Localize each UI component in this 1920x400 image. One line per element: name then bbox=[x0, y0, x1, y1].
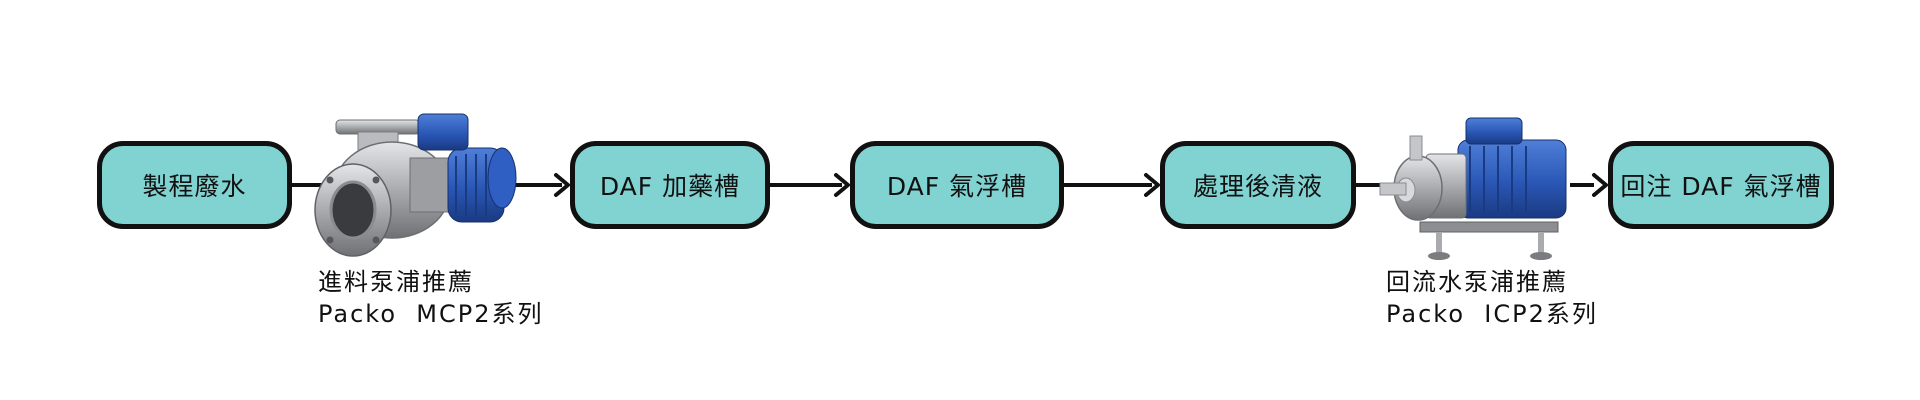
node-label: DAF 加藥槽 bbox=[599, 172, 741, 201]
node-label: 製程廢水 bbox=[142, 172, 247, 201]
arrowhead bbox=[1592, 173, 1608, 197]
arrowhead bbox=[1144, 173, 1160, 197]
pump-caption-title: 回流水泵浦推薦 bbox=[1386, 268, 1568, 296]
process-node-daf-dosing-tank: DAF 加藥槽 bbox=[570, 141, 770, 229]
arrowhead bbox=[834, 173, 850, 197]
node-label: 處理後清液 bbox=[1192, 172, 1323, 201]
node-label: 回注 DAF 氣浮槽 bbox=[1620, 172, 1822, 201]
process-node-process-wastewater: 製程廢水 bbox=[97, 141, 292, 229]
process-node-treated-liquid: 處理後清液 bbox=[1160, 141, 1356, 229]
process-node-return-to-daf: 回注 DAF 氣浮槽 bbox=[1608, 141, 1834, 229]
pump-caption-return: 回流水泵浦推薦 Packo ICP2系列 bbox=[1386, 266, 1598, 330]
process-node-daf-flotation-tank: DAF 氣浮槽 bbox=[850, 141, 1064, 229]
centrifugal-pump-mcp2-icon bbox=[314, 113, 517, 257]
centrifugal-pump-icp2-icon bbox=[1379, 117, 1567, 260]
pump-caption-title: 進料泵浦推薦 bbox=[318, 268, 474, 296]
pump-caption-model: Packo MCP2系列 bbox=[318, 300, 544, 328]
pump-caption-feed: 進料泵浦推薦 Packo MCP2系列 bbox=[318, 266, 544, 330]
pump-caption-model: Packo ICP2系列 bbox=[1386, 300, 1598, 328]
arrowhead bbox=[554, 173, 570, 197]
node-label: DAF 氣浮槽 bbox=[886, 172, 1028, 201]
